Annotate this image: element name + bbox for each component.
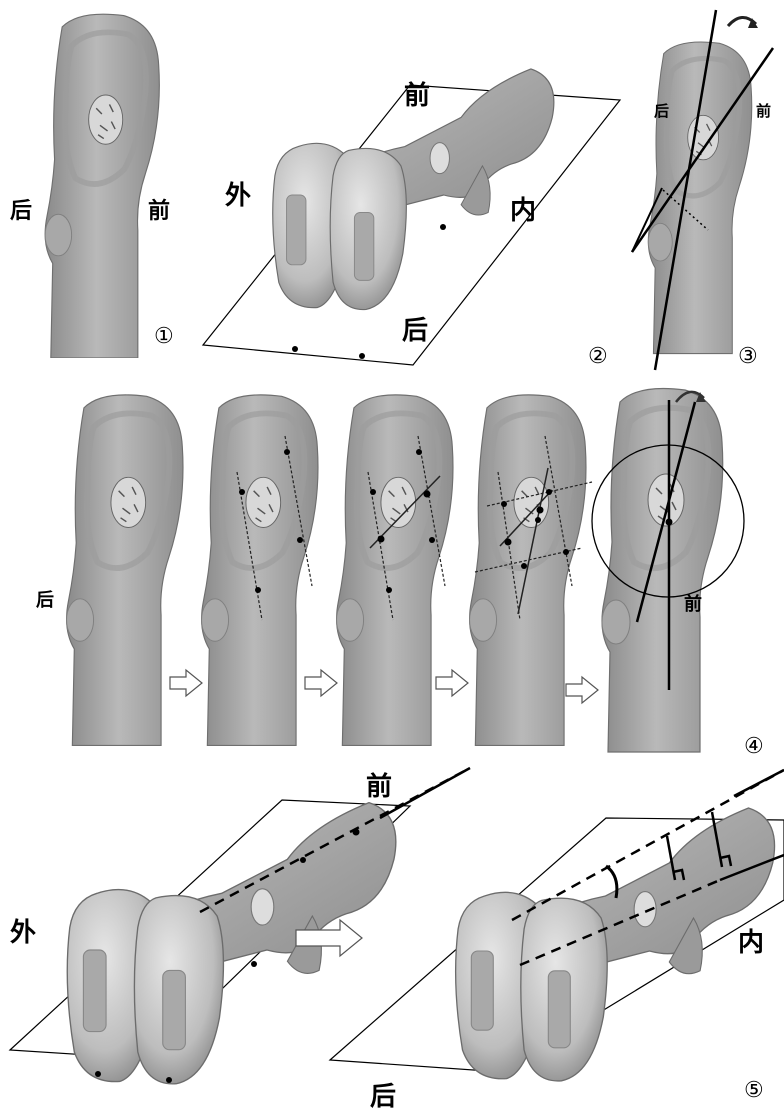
label-medial: 内 (738, 930, 764, 956)
step-arrow (305, 670, 337, 696)
label-medial: 内 (510, 198, 536, 224)
step-arrow (436, 670, 468, 696)
label-lateral: 外 (10, 920, 36, 946)
label-posterior: 后 (654, 104, 669, 119)
label-anterior: 前 (366, 774, 392, 800)
panel-1-lateral-view (45, 14, 159, 358)
label-lateral: 外 (225, 183, 251, 209)
panel-5-measurement (10, 768, 784, 1084)
panel-number-2: ② (588, 346, 608, 368)
panel-number-1: ① (154, 326, 174, 348)
step-arrow (566, 677, 598, 703)
label-anterior: 前 (756, 104, 771, 119)
step-arrow (170, 670, 202, 696)
label-posterior: 后 (36, 592, 54, 610)
panel-number-3: ③ (738, 346, 758, 368)
label-anterior: 前 (148, 200, 170, 222)
panel-number-4: ④ (744, 736, 764, 758)
label-anterior: 前 (404, 83, 430, 109)
label-posterior: 后 (10, 200, 32, 222)
label-posterior: 后 (402, 318, 428, 344)
label-anterior: 前 (684, 596, 702, 614)
panel-4-steps (67, 389, 744, 753)
panel-number-5: ⑤ (744, 1080, 764, 1102)
label-posterior: 后 (370, 1084, 396, 1110)
panel-3-rotation-view (632, 10, 773, 370)
